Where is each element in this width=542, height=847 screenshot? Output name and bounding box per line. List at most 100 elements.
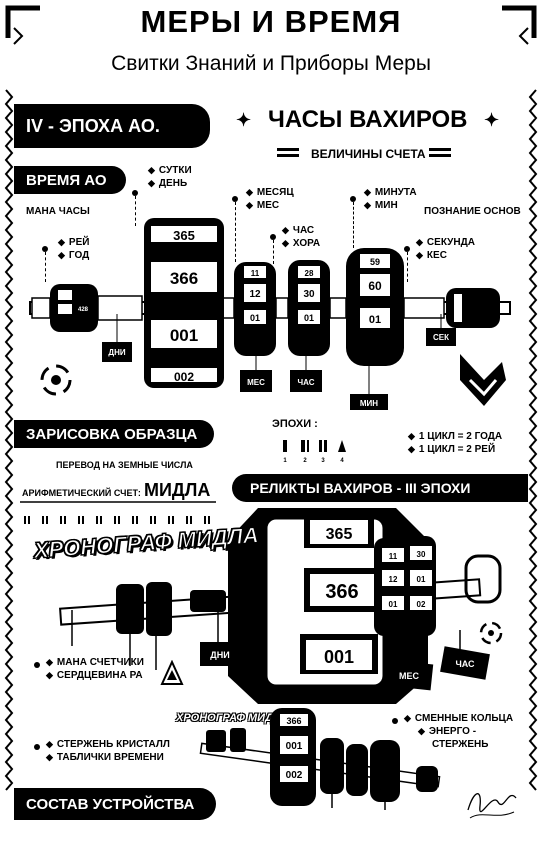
svg-text:МЕС: МЕС <box>247 378 265 387</box>
numeral-glyph-stroke <box>204 516 206 524</box>
numeral-glyph-stroke <box>42 516 44 524</box>
svg-text:366: 366 <box>170 269 198 288</box>
time-band: ВРЕМЯ АО <box>14 166 126 194</box>
device-band: СОСТАВ УСТРОЙСТВА <box>14 788 216 820</box>
svg-text:4: 4 <box>340 458 344 464</box>
svg-text:ДНИ: ДНИ <box>108 348 125 357</box>
epochs-label: ЭПОХИ : <box>272 418 318 430</box>
leader-dot <box>132 190 138 196</box>
svg-text:СЕК: СЕК <box>433 333 449 342</box>
arith-name: МИДЛА <box>144 480 211 500</box>
numeral-glyph-stroke <box>96 516 98 524</box>
cycle-arrows-icon <box>40 364 72 396</box>
leader-line <box>273 240 275 264</box>
svg-text:ЧАС: ЧАС <box>298 378 315 387</box>
relics-band: РЕЛИКТЫ ВАХИРОВ - III ЭПОХИ <box>232 474 528 502</box>
replace-rings-labels: ◆СМЕННЫЕ КОЛЬЦА ◆ЭНЕРГО - СТЕРЖЕНЬ <box>404 713 514 750</box>
mana-counters-labels: ◆МАНА СЧЕТЧИКИ ◆СЕРДЦЕВИНА РА <box>46 657 144 681</box>
numeral-glyph-stroke <box>82 516 84 524</box>
divider <box>277 148 299 151</box>
svg-text:002: 002 <box>174 370 194 384</box>
numeral-glyph-stroke <box>114 516 116 524</box>
leader-line <box>45 252 47 282</box>
numeral-glyph-stroke <box>46 516 48 524</box>
cycle-equations: ◆1 ЦИКЛ = 2 ГОДА ◆1 ЦИКЛ = 2 РЕЙ <box>408 431 503 455</box>
leader-dot <box>270 234 276 240</box>
epoch-band: IV - ЭПОХА АО. <box>14 104 210 148</box>
page-title: МЕРЫ И ВРЕМЯ <box>140 4 402 39</box>
arith-label: АРИФМЕТИЧЕСКИЙ СЧЕТ: <box>22 488 141 498</box>
svg-text:12: 12 <box>249 289 261 300</box>
numeral-glyph-stroke <box>208 516 210 524</box>
svg-text:12: 12 <box>389 575 398 584</box>
svg-text:001: 001 <box>286 741 303 752</box>
leader-dot <box>350 196 356 202</box>
numeral-glyph-stroke <box>186 516 188 524</box>
numeral-glyph-stroke <box>28 516 30 524</box>
leader-dot <box>404 246 410 252</box>
emblem-logo <box>460 354 506 406</box>
unit-hour: ◆ЧАС ◆ХОРА <box>282 225 321 249</box>
svg-text:28: 28 <box>305 269 314 278</box>
svg-text:30: 30 <box>417 550 426 559</box>
numeral-glyph-stroke <box>154 516 156 524</box>
leader-line <box>235 202 237 262</box>
svg-text:59: 59 <box>370 257 380 267</box>
year-ring-value: 428 <box>78 307 89 313</box>
svg-text:11: 11 <box>389 552 398 561</box>
svg-text:01: 01 <box>304 313 314 323</box>
cycle-arrows-icon <box>479 621 503 645</box>
svg-text:ДНИ: ДНИ <box>210 650 229 660</box>
numeral-glyph-stroke <box>100 516 102 524</box>
numeral-glyph-stroke <box>168 516 170 524</box>
svg-text:МИН: МИН <box>360 399 378 408</box>
svg-text:1: 1 <box>283 458 287 464</box>
leader-dot <box>34 744 40 750</box>
numeral-glyph-stroke <box>172 516 174 524</box>
triangle-emblem-icon <box>160 660 184 685</box>
unit-minute: ◆МИНУТА ◆МИН <box>364 187 417 211</box>
knowledge-label: ПОЗНАНИЕ ОСНОВ <box>424 206 521 217</box>
svg-text:01: 01 <box>369 314 381 326</box>
unit-month: ◆МЕСЯЦ ◆МЕС <box>246 187 294 211</box>
numeral-glyph-stroke <box>136 516 138 524</box>
svg-text:11: 11 <box>251 269 260 278</box>
svg-text:365: 365 <box>173 228 195 243</box>
numeral-glyph-stroke <box>24 516 26 524</box>
svg-text:002: 002 <box>286 770 303 781</box>
svg-text:30: 30 <box>303 289 315 300</box>
sketch-band: ЗАРИСОВКА ОБРАЗЦА <box>14 420 214 448</box>
numeral-glyph-stroke <box>190 516 192 524</box>
numeral-glyph-stroke <box>132 516 134 524</box>
mana-clock-label: МАНА ЧАСЫ <box>26 206 90 217</box>
divider <box>429 148 451 151</box>
epochs-symbols: 1 2 3 4 <box>283 440 346 464</box>
svg-text:001: 001 <box>170 326 198 345</box>
small-chronograph-device: 366 001 002 <box>199 708 441 810</box>
leader-line <box>135 196 137 226</box>
relic-chronograph-device: 365 366 001 11 30 12 01 01 02 ДНИ МЕС ЧА… <box>59 508 502 704</box>
leader-dot <box>392 718 398 724</box>
svg-text:366: 366 <box>286 716 301 726</box>
unit-year: ◆РЕЙ ◆ГОД <box>58 237 90 261</box>
svg-text:01: 01 <box>417 575 426 584</box>
numeral-glyph-stroke <box>78 516 80 524</box>
leader-line <box>353 202 355 248</box>
number-glyph-table <box>20 501 216 524</box>
svg-text:3: 3 <box>321 458 325 464</box>
leader-dot <box>34 662 40 668</box>
svg-text:МЕС: МЕС <box>399 671 420 681</box>
star-icon: ✦ <box>236 110 252 130</box>
mana-clock-device: 428 365 366 001 002 11 12 01 28 30 01 59… <box>29 218 511 410</box>
crystal-labels: ◆СТЕРЖЕНЬ КРИСТАЛЛ ◆ТАБЛИЧКИ ВРЕМЕНИ <box>46 739 170 763</box>
chronograph-small-banner: ХРОНОГРАФ МИДЛА <box>176 712 289 724</box>
numeral-glyph-stroke <box>118 516 120 524</box>
page-subtitle: Свитки Знаний и Приборы Меры <box>111 52 431 75</box>
numeral-glyph-stroke <box>150 516 152 524</box>
leader-dot <box>232 196 238 202</box>
svg-text:365: 365 <box>326 526 353 543</box>
star-icon: ✦ <box>484 110 500 130</box>
leader-line <box>407 252 409 282</box>
svg-text:02: 02 <box>417 600 426 609</box>
